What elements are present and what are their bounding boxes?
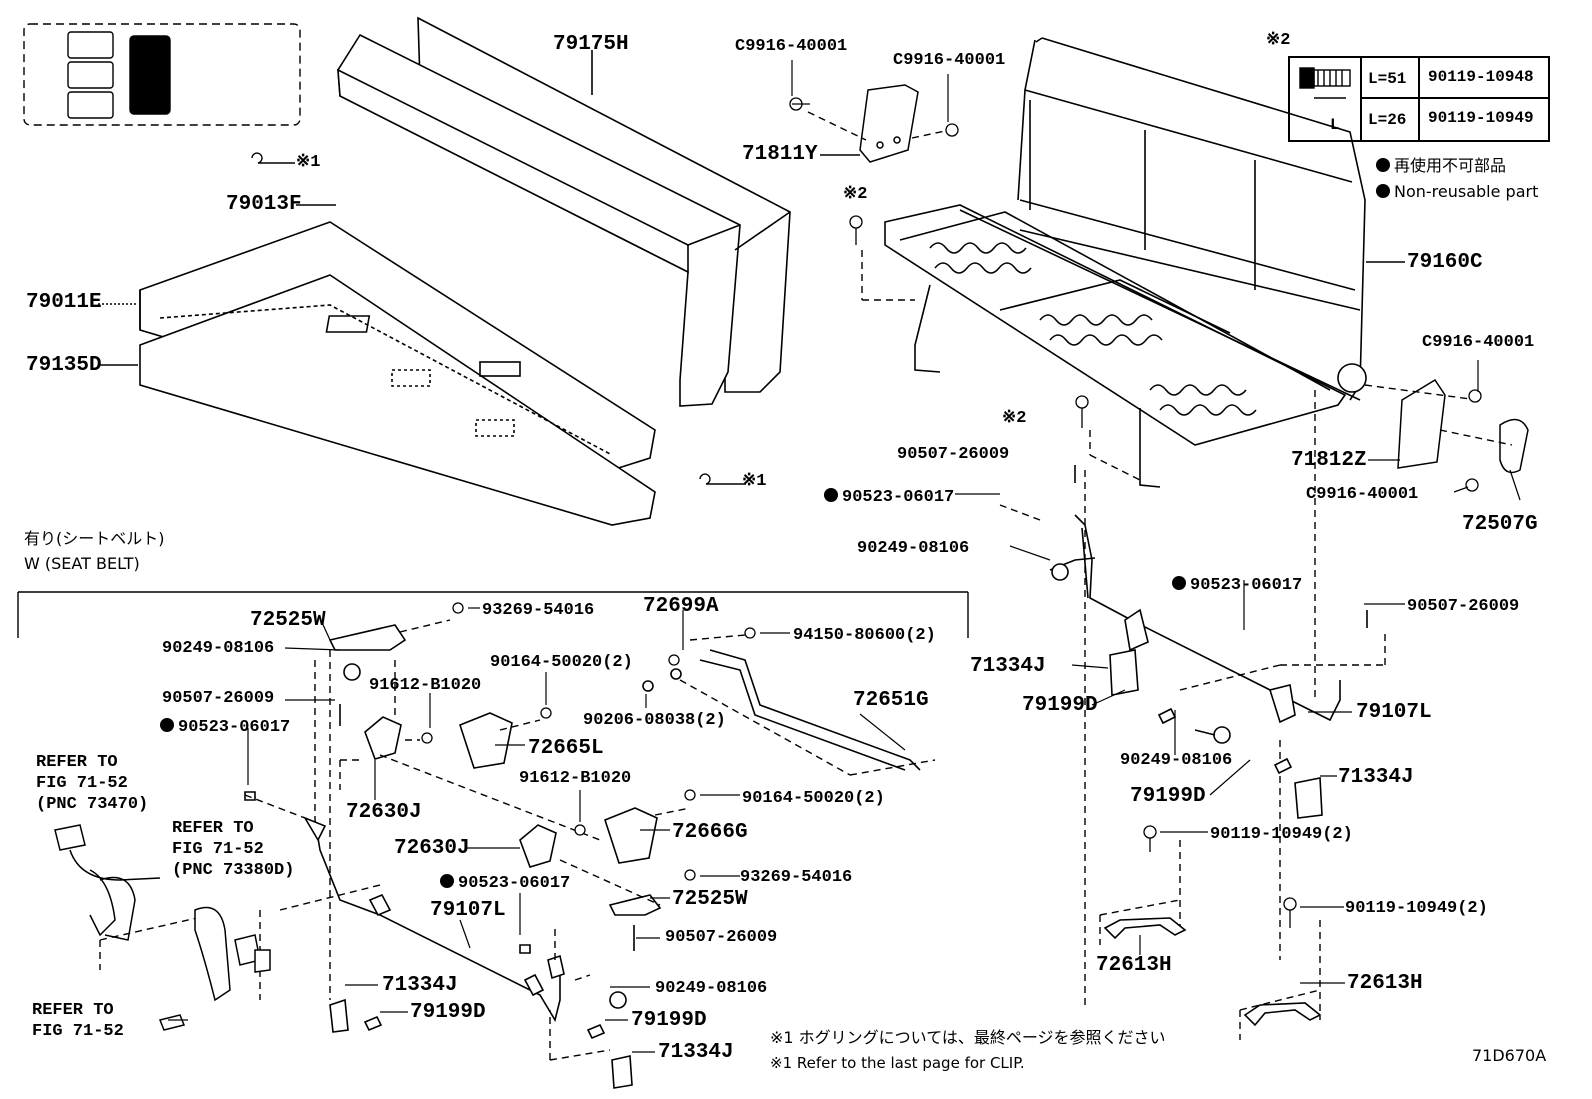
part-label-71334J: 71334J <box>970 655 1046 678</box>
seat-back-cushions <box>296 16 791 407</box>
fastener-label: 90523-06017 <box>824 488 954 506</box>
part-label-79135D: 79135D <box>26 354 102 377</box>
bolt-icon <box>1299 67 1351 99</box>
clip-icon <box>251 152 263 164</box>
part-label-71334J: 71334J <box>658 1041 734 1064</box>
footnote-en: ※1 Refer to the last page for CLIP. <box>770 1054 1025 1072</box>
fastener-label: 90249-08106 <box>857 539 970 558</box>
fastener-label: 90164-50020(2) <box>490 653 633 672</box>
seat-cushions <box>98 221 656 526</box>
fastener-icons <box>421 97 1482 928</box>
part-label-72630J: 72630J <box>394 837 470 860</box>
fastener-label: 93269-54016 <box>740 868 853 887</box>
part-label-71812Z: 71812Z <box>1291 449 1367 472</box>
bolt-table-length: L=51 <box>1362 58 1420 99</box>
fastener-label: C9916-40001 <box>1306 485 1419 504</box>
fastener-label: 93269-54016 <box>482 601 595 620</box>
fastener-label: 90206-08038(2) <box>583 711 726 730</box>
clip-mark: ※1 <box>296 153 321 172</box>
part-label-79175H: 79175H <box>553 33 629 56</box>
part-label-71334J: 71334J <box>1338 766 1414 789</box>
fastener-label: 90119-10949(2) <box>1345 899 1488 918</box>
clip-mark: ※1 <box>742 472 767 491</box>
left-rod-assembly <box>244 624 921 1089</box>
fastener-label: 91612-B1020 <box>519 769 632 788</box>
part-label-79199D: 79199D <box>1130 785 1206 808</box>
bolt-mark: ※2 <box>1002 409 1027 428</box>
part-label-72613H: 72613H <box>1347 972 1423 995</box>
fastener-label: C9916-40001 <box>735 37 848 56</box>
part-label-79199D: 79199D <box>631 1009 707 1032</box>
part-label-71811Y: 71811Y <box>742 143 818 166</box>
legend-jp: 再使用不可部品 <box>1376 158 1506 174</box>
part-label-72666G: 72666G <box>672 821 748 844</box>
fastener-label: 90249-08106 <box>1120 751 1233 770</box>
seatbelt-section-en: W (SEAT BELT) <box>24 554 140 573</box>
fastener-label: 90523-06017 <box>1172 576 1302 594</box>
bolt-length-label: L <box>1330 116 1340 134</box>
fastener-label: 90507-26009 <box>1407 597 1520 616</box>
fastener-label: 91612-B1020 <box>369 676 482 695</box>
bolt-table-part: 90119-10948 <box>1420 58 1548 99</box>
non-reusable-dot <box>1376 184 1390 198</box>
hinge-covers <box>820 84 1529 474</box>
label-leaders <box>168 60 1521 1053</box>
bolt-table-mark: ※2 <box>1266 31 1291 50</box>
bolt-table-length: L=26 <box>1362 99 1420 140</box>
diagram-code: 71D670A <box>1472 1046 1547 1065</box>
fastener-label: 90507-26009 <box>665 928 778 947</box>
fastener-label: 90249-08106 <box>162 639 275 658</box>
bolt-mark: ※2 <box>843 185 868 204</box>
part-label-79107L: 79107L <box>430 899 506 922</box>
seat-belts <box>54 824 271 1031</box>
non-reusable-dot <box>440 874 454 888</box>
part-label-72525W: 72525W <box>672 888 748 911</box>
footnote-jp: ※1 ホグリングについては、最終ページを参照ください <box>770 1028 1166 1047</box>
fastener-label: 90507-26009 <box>897 445 1010 464</box>
non-reusable-dot <box>824 488 838 502</box>
seatbelt-section-jp: 有り(シートベルト) <box>24 529 165 548</box>
part-label-79107L: 79107L <box>1356 701 1432 724</box>
fastener-label: 94150-80600(2) <box>793 626 936 645</box>
fastener-label: C9916-40001 <box>893 51 1006 70</box>
part-label-79160C: 79160C <box>1407 251 1483 274</box>
part-label-71334J: 71334J <box>382 974 458 997</box>
right-rod-assembly <box>1049 465 1368 1027</box>
part-label-79199D: 79199D <box>410 1001 486 1024</box>
clip-icon <box>699 473 711 485</box>
non-reusable-dot <box>1172 576 1186 590</box>
part-label-79011E: 79011E <box>26 291 102 314</box>
bolt-table-icon-cell: L <box>1290 58 1362 140</box>
fastener-label: 90249-08106 <box>655 979 768 998</box>
non-reusable-dot <box>160 718 174 732</box>
non-reusable-dot <box>1376 158 1390 172</box>
fastener-label: 90523-06017 <box>160 718 290 736</box>
seat-layout-inset <box>23 23 301 126</box>
part-label-72630J: 72630J <box>346 801 422 824</box>
bolt-length-table: L L=51 90119-10948 L=26 90119-10949 <box>1288 56 1550 142</box>
part-label-72699A: 72699A <box>643 595 719 618</box>
part-label-79013F: 79013F <box>226 193 302 216</box>
fastener-label: C9916-40001 <box>1422 333 1535 352</box>
seatbelt-section-frame <box>17 591 969 638</box>
part-label-72651G: 72651G <box>853 689 929 712</box>
part-label-72613H: 72613H <box>1096 954 1172 977</box>
bolt-table-part: 90119-10949 <box>1428 109 1534 127</box>
legend-en: Non-reusable part <box>1376 184 1538 200</box>
fastener-label: 90507-26009 <box>162 689 275 708</box>
fastener-label: 90119-10949(2) <box>1210 825 1353 844</box>
fastener-label: 90164-50020(2) <box>742 789 885 808</box>
left-leaders <box>99 619 936 1061</box>
fastener-label: 90523-06017 <box>440 874 570 892</box>
seat-frame <box>884 37 1405 488</box>
part-label-72665L: 72665L <box>528 737 604 760</box>
part-label-79199D: 79199D <box>1022 694 1098 717</box>
part-label-72525W: 72525W <box>250 609 326 632</box>
part-label-72507G: 72507G <box>1462 513 1538 536</box>
